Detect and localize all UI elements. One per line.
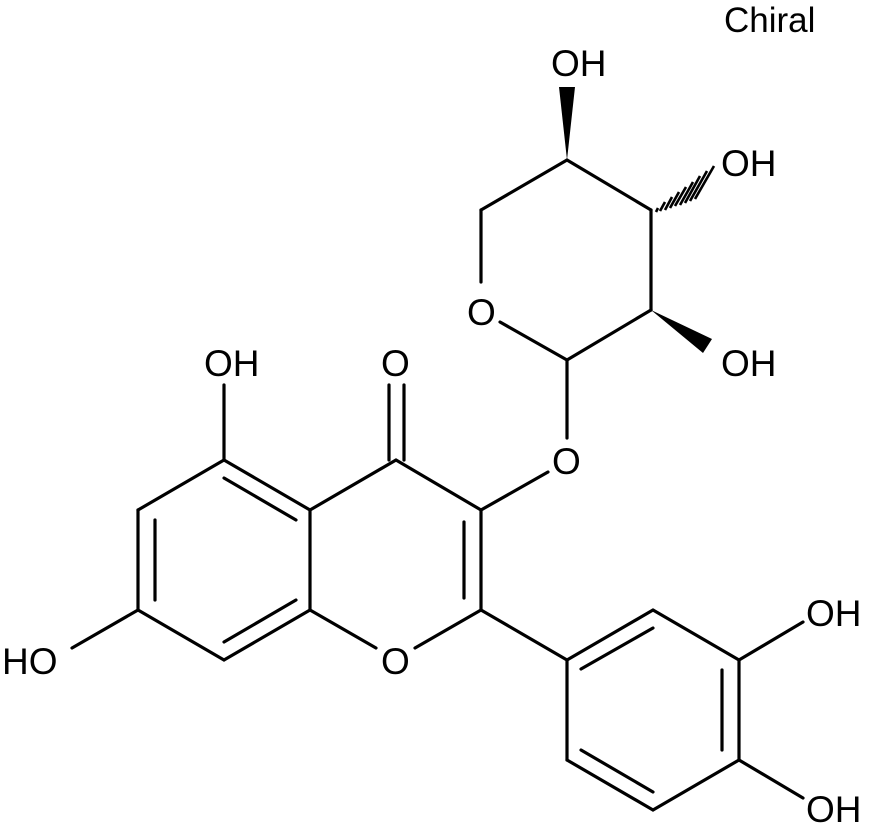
- bond-c4-c3: [565, 158, 653, 212]
- bond-c4a-c5: [222, 458, 312, 512]
- atom-oh-4prime: OH: [806, 789, 862, 827]
- bond-c2-c1prime: [479, 608, 569, 662]
- bond-c7-oh: [70, 608, 140, 650]
- atom-oh-7: HO: [2, 641, 58, 682]
- bond-c2p-c3p: [651, 608, 741, 662]
- bond-c8a-o1: [308, 608, 378, 650]
- atom-oh-sugar-top: OH: [551, 43, 607, 84]
- atom-o-glycosidic: O: [552, 441, 581, 482]
- bond-c5p-c6p: [565, 758, 655, 812]
- wedge-bond-c4-oh: [559, 87, 575, 160]
- bond-c3-c4: [394, 458, 483, 512]
- bond-c4p-c5p: [651, 758, 741, 812]
- bond-oglyc-c3: [479, 470, 550, 512]
- atom-oh-sugar-bottom: OH: [721, 343, 777, 384]
- wedge-bond-c2-oh: [651, 310, 712, 353]
- bond-c2-c1: [565, 308, 653, 362]
- atom-oh-5: OH: [204, 343, 260, 384]
- chiral-label: Chiral: [724, 1, 815, 40]
- bond-c4a-c5-double: [222, 476, 298, 522]
- bond-o1-c2: [413, 608, 483, 650]
- hashed-bond-c3-oh: [654, 165, 716, 213]
- bond-c5-c4: [479, 158, 569, 212]
- atom-o-ring-chromone: O: [381, 641, 410, 682]
- bond-c1p-c2p-double: [579, 626, 655, 671]
- bond-c4p-oh: [737, 758, 805, 800]
- chromone-core: OH O HO O: [2, 343, 550, 682]
- atom-oh-sugar-right: OH: [721, 143, 777, 184]
- bond-c5-c6: [136, 458, 226, 512]
- bond-c1p-c2p: [565, 608, 655, 662]
- bond-c1-oring: [498, 320, 569, 362]
- bond-c3p-oh: [737, 620, 805, 662]
- sugar-ring: OH OH OH O O: [467, 43, 777, 482]
- bond-c8-c8a-double: [222, 598, 298, 644]
- bond-c7-c8: [136, 608, 226, 662]
- bond-c8-c8a: [222, 608, 312, 662]
- catechol-ring: OH OH: [479, 593, 862, 827]
- bond-c5p-c6p-double: [579, 748, 655, 794]
- atom-o-ring-sugar: O: [467, 292, 496, 333]
- atom-o-carbonyl: O: [381, 343, 410, 384]
- atom-oh-3prime: OH: [806, 593, 862, 634]
- bond-c4-c4a: [308, 458, 398, 512]
